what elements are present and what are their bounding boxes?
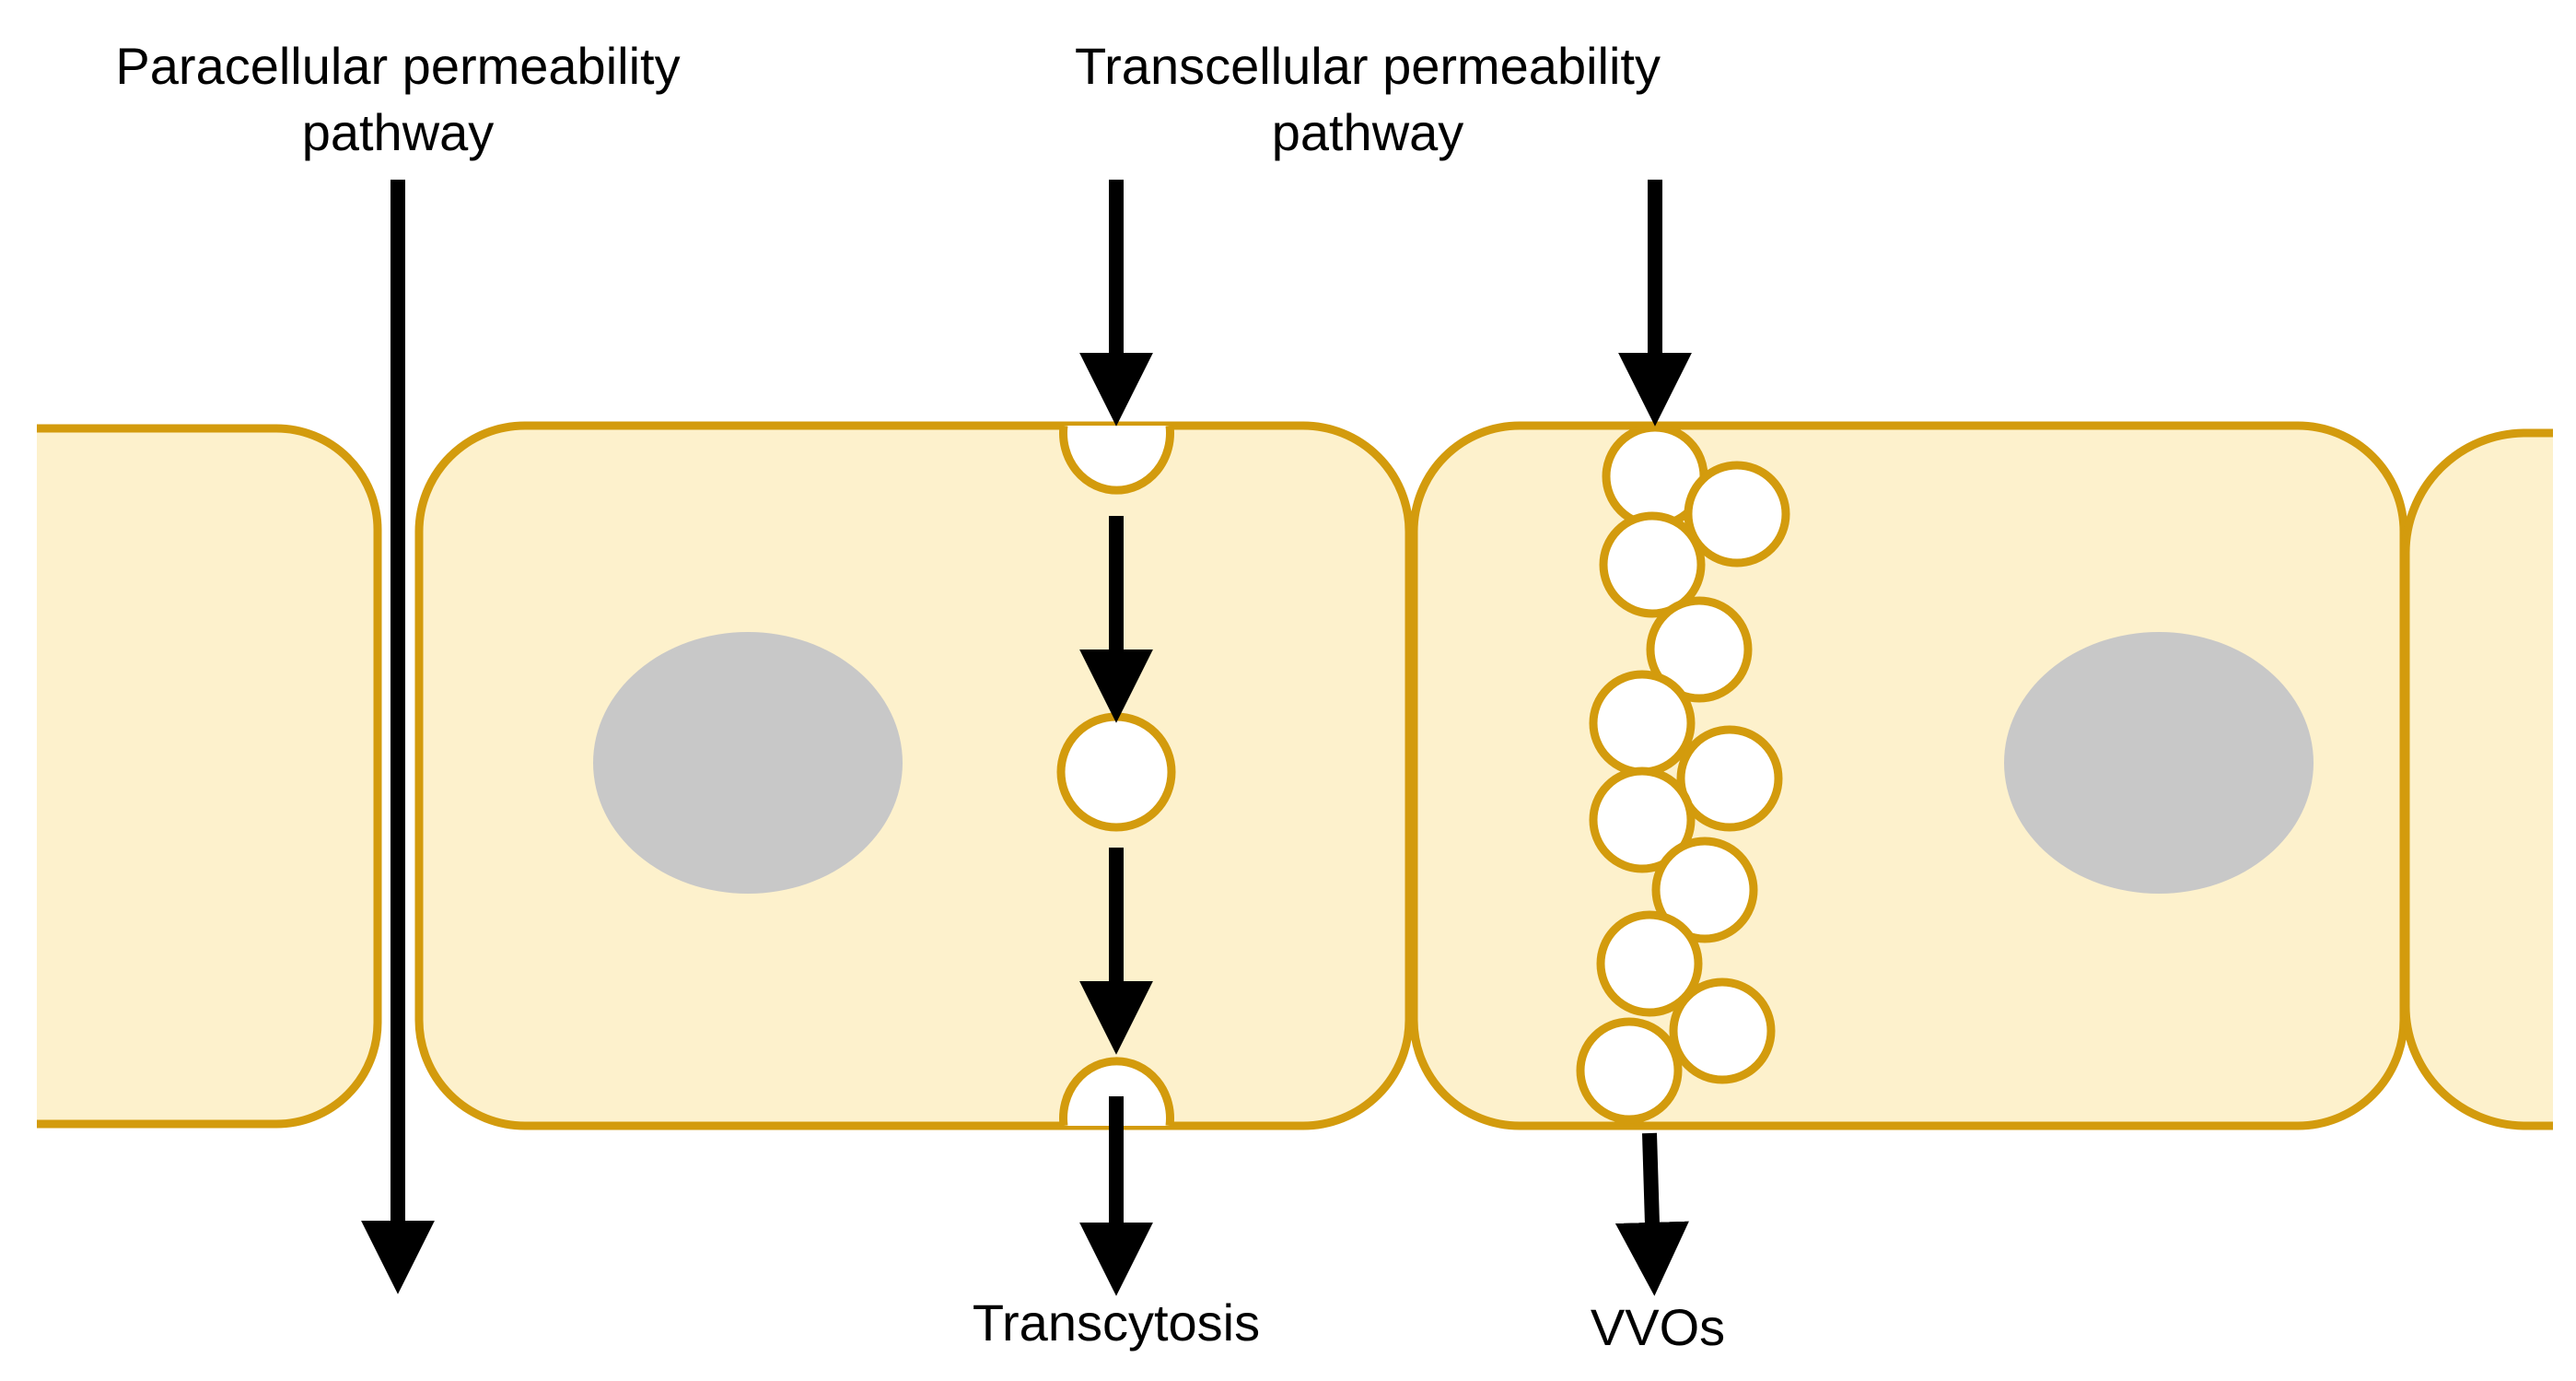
- vvo-vesicle: [1596, 910, 1703, 1017]
- transcellular-pathway-label: Transcellular permeability pathway: [1041, 33, 1695, 166]
- cell-left-partial: [37, 424, 382, 1129]
- transcellular-label-line-1: Transcellular permeability: [1075, 37, 1661, 95]
- transcellular-label-line-2: pathway: [1271, 103, 1464, 161]
- vvo-vesicle: [1676, 725, 1783, 832]
- vvo-arrow-exit: [1614, 1132, 1689, 1296]
- vvo-vesicle: [1576, 1017, 1683, 1124]
- vvo-vesicle: [1599, 511, 1706, 618]
- vesicle-basal-pit: [1059, 1057, 1174, 1127]
- nucleus-left: [593, 632, 903, 894]
- vvo-vesicle: [1646, 596, 1753, 703]
- vvo-vesicles: [1576, 423, 1790, 1124]
- vvo-vesicle: [1589, 767, 1696, 873]
- vesicle-cytoplasmic: [1056, 712, 1176, 832]
- pathway-arrows: [361, 180, 1692, 1296]
- transcytosis-label: Transcytosis: [972, 1293, 1261, 1352]
- vvos-label: VVOs: [1590, 1298, 1726, 1356]
- vvo-vesicle: [1651, 837, 1758, 943]
- cell-transcytosis: [414, 421, 1414, 1130]
- cell-right-partial: [2401, 428, 2553, 1130]
- vvo-vesicle: [1669, 977, 1776, 1084]
- nucleus-right: [2004, 632, 2314, 894]
- paracellular-label-line-2: pathway: [301, 103, 495, 161]
- vvo-vesicle: [1589, 670, 1696, 777]
- paracellular-label-line-1: Paracellular permeability: [115, 37, 681, 95]
- paracellular-pathway-label: Paracellular permeability pathway: [89, 33, 706, 166]
- vesicle-apical-pit: [1059, 425, 1174, 495]
- vvo-vesicle: [1684, 461, 1790, 568]
